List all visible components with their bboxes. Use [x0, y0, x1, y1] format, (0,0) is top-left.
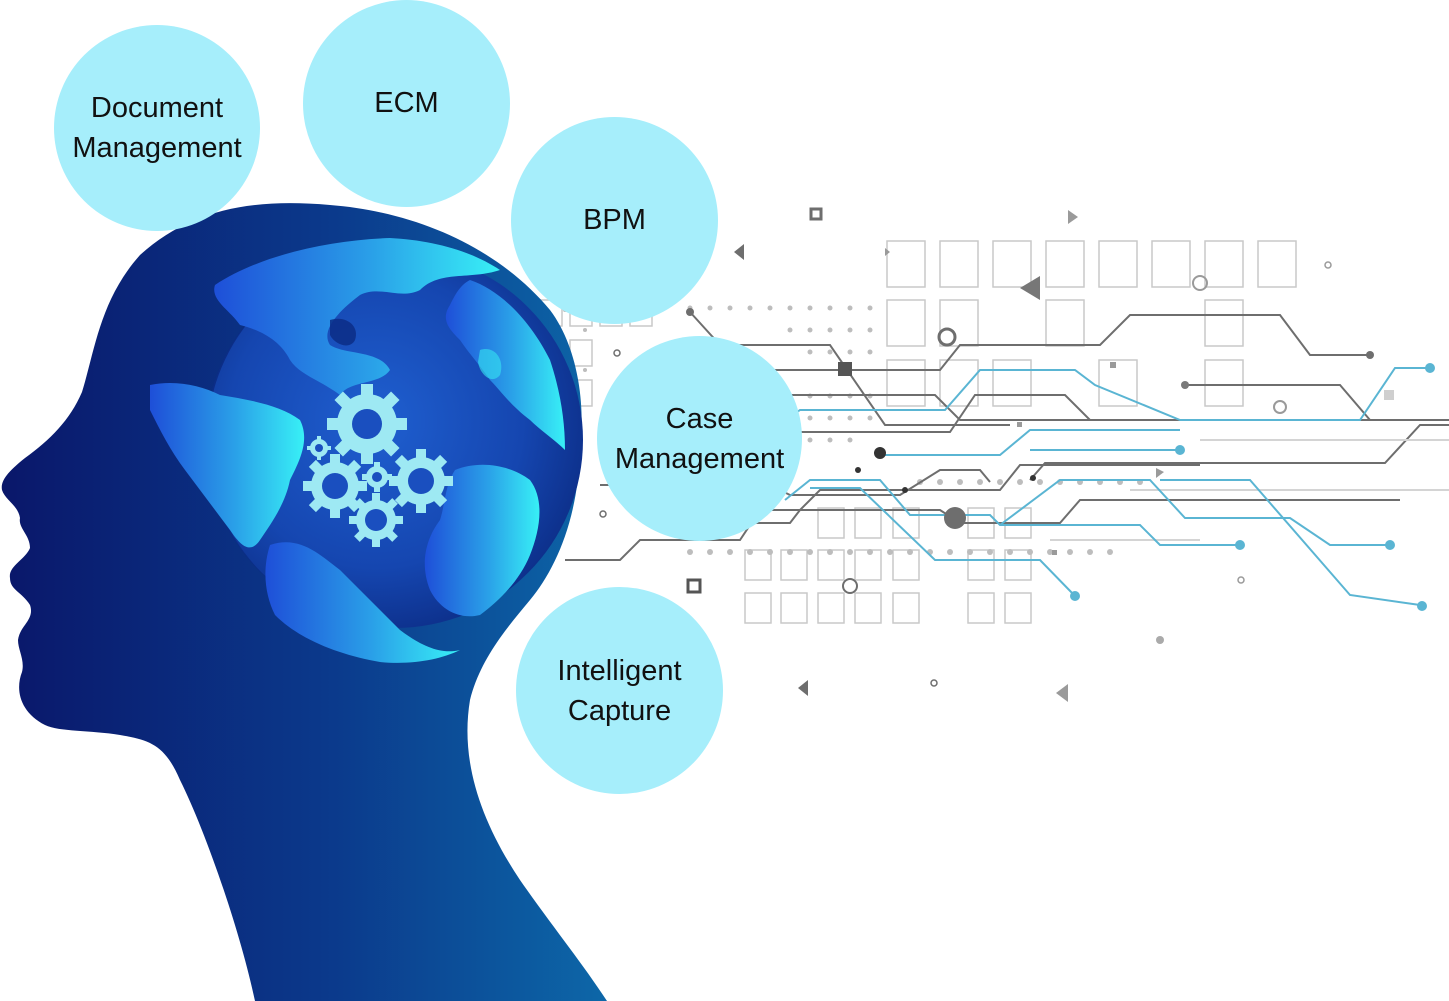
case-management-line2: Management — [614, 442, 785, 475]
circuit-traces-blue — [774, 367, 1430, 606]
circuit-traces-light-gray — [1050, 439, 1449, 541]
case-management-line1: Case — [665, 402, 734, 435]
intelligent-capture-bubble: Intelligent Capture — [516, 587, 723, 794]
circuit-dot-matrix — [563, 305, 1143, 555]
intelligent-capture-line2: Capture — [567, 694, 672, 727]
document-management-bubble: Document Management — [54, 25, 260, 231]
circuit-nodes — [599, 207, 1435, 702]
ecm-label: ECM — [374, 86, 439, 119]
document-management-line1: Document — [90, 92, 224, 124]
intelligent-capture-line1: Intelligent — [557, 654, 682, 687]
gears-icon — [303, 384, 453, 547]
bpm-label: BPM — [583, 203, 646, 236]
ecm-bubble: ECM — [303, 0, 510, 207]
document-management-line2: Management — [72, 132, 242, 164]
case-management-bubble: Case Management — [597, 336, 802, 541]
bpm-bubble: BPM — [511, 117, 718, 324]
